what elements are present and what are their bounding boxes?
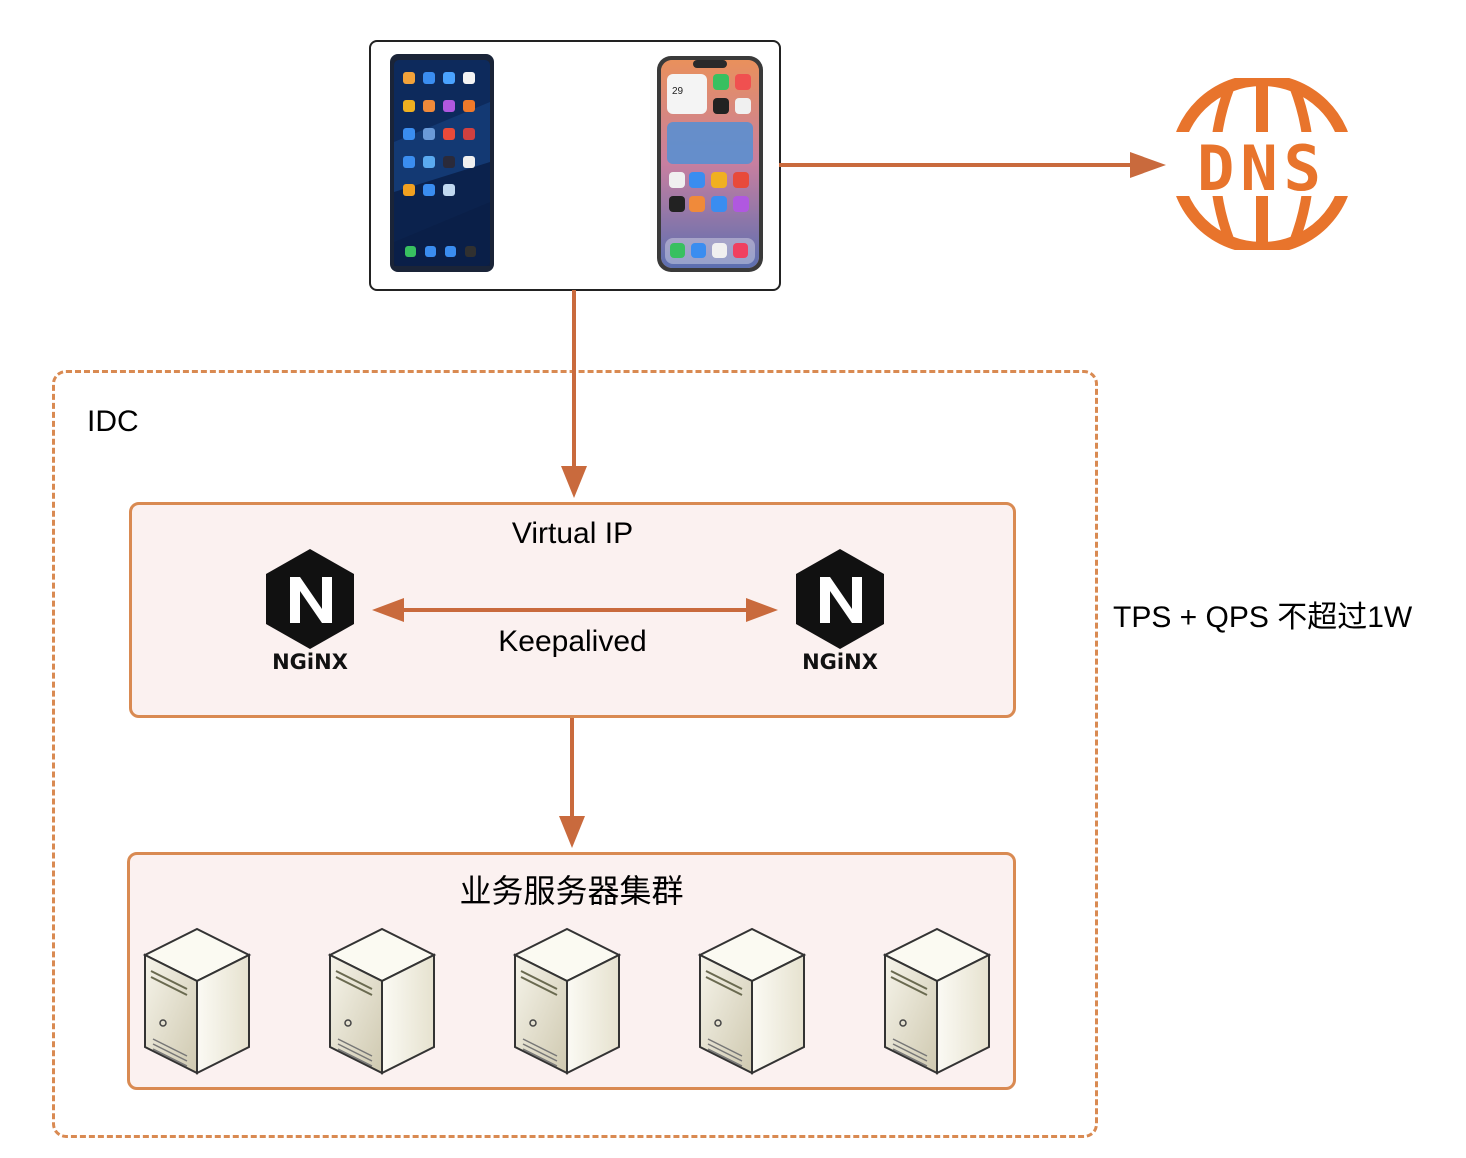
server-cluster-title: 业务服务器集群 xyxy=(459,873,684,909)
keepalived-label: Keepalived xyxy=(498,625,647,658)
capacity-note: TPS + QPS 不超过1W xyxy=(1113,601,1413,634)
idc-label: IDC xyxy=(87,405,139,438)
phone-date: 29 xyxy=(672,86,684,97)
server-icon xyxy=(514,928,620,1074)
dns-query-arrow-head xyxy=(1130,152,1166,178)
android-phone-icon xyxy=(390,54,494,272)
nginx-right-text: NGiNX xyxy=(802,650,878,674)
mobile-clients-card: 29 xyxy=(369,40,781,291)
dns-logo-text: DNS xyxy=(1197,132,1327,205)
server-icon xyxy=(699,928,805,1074)
vip-to-cluster-arrow-head xyxy=(559,816,585,848)
server-icon xyxy=(144,928,250,1074)
nginx-left-text: NGiNX xyxy=(272,650,348,674)
dns-globe-icon: DNS xyxy=(1170,78,1355,250)
server-row xyxy=(144,928,990,1074)
client-to-vip-arrow-head xyxy=(561,466,587,498)
nginx-right-logo: NGiNX xyxy=(796,549,884,674)
server-icon xyxy=(884,928,990,1074)
keepalived-arrow xyxy=(372,598,778,622)
phones-illustration: 29 xyxy=(390,54,763,272)
nginx-left-logo: NGiNX xyxy=(266,549,354,674)
iphone-icon: 29 xyxy=(657,56,763,272)
virtual-ip-title: Virtual IP xyxy=(511,517,634,550)
server-icon xyxy=(329,928,435,1074)
